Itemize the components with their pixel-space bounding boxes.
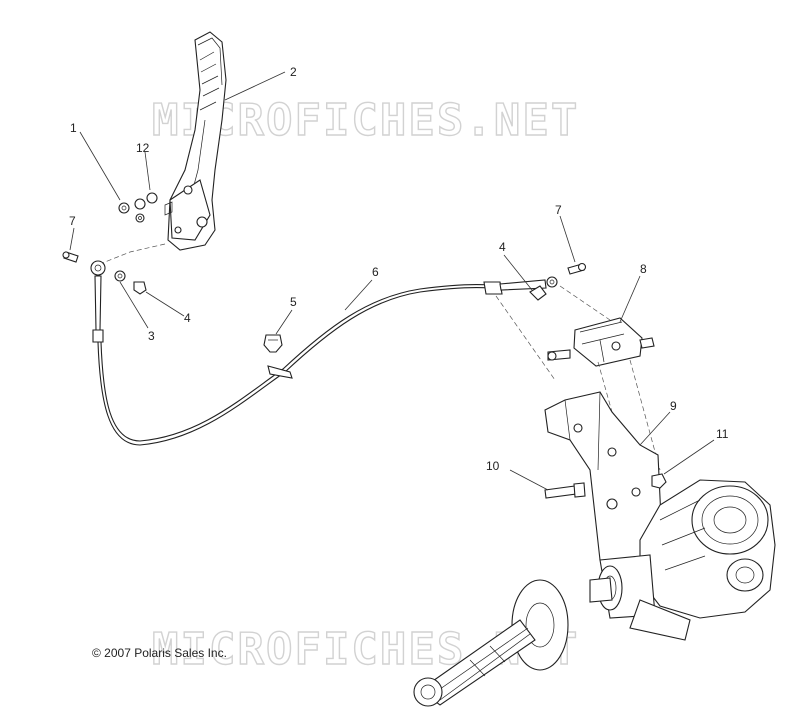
cable-front-end bbox=[90, 260, 147, 343]
copyright-notice: © 2007 Polaris Sales Inc. bbox=[92, 646, 227, 660]
callout-9: 9 bbox=[670, 399, 677, 413]
callout-4-left: 4 bbox=[184, 311, 191, 325]
callout-7-right: 7 bbox=[555, 203, 562, 217]
callout-5: 5 bbox=[290, 295, 297, 309]
clevis-pin-7-right bbox=[567, 262, 587, 275]
callout-2: 2 bbox=[290, 65, 297, 79]
callout-10: 10 bbox=[486, 459, 500, 473]
washer-12a bbox=[134, 198, 146, 210]
clevis-pin-7-left bbox=[62, 251, 79, 263]
callout-7-left: 7 bbox=[69, 214, 76, 228]
gearcase-assembly bbox=[589, 479, 776, 641]
brake-pedal-assembly bbox=[164, 31, 227, 251]
cable-mount-bolt-5 bbox=[263, 334, 283, 353]
callout-labels: 2 1 12 7 3 4 5 6 4 7 8 9 10 11 bbox=[69, 65, 729, 473]
cotter-pin-4-right bbox=[529, 285, 547, 301]
callout-3: 3 bbox=[148, 329, 155, 343]
leader-lines bbox=[69, 71, 715, 491]
callout-1: 1 bbox=[70, 121, 77, 135]
brake-caliper-8 bbox=[547, 317, 655, 367]
callout-12: 12 bbox=[136, 141, 150, 155]
nut-11 bbox=[651, 473, 667, 489]
brake-cable bbox=[97, 276, 558, 446]
nut-1 bbox=[118, 202, 130, 214]
callout-8: 8 bbox=[640, 262, 647, 276]
brake-disc-and-driveshaft bbox=[413, 579, 569, 707]
callout-6: 6 bbox=[372, 265, 379, 279]
washer-12b bbox=[146, 192, 158, 204]
callout-11: 11 bbox=[716, 427, 729, 441]
pedal-hardware bbox=[99, 192, 166, 265]
bolt-10 bbox=[544, 482, 586, 499]
callout-4-right: 4 bbox=[499, 240, 506, 254]
